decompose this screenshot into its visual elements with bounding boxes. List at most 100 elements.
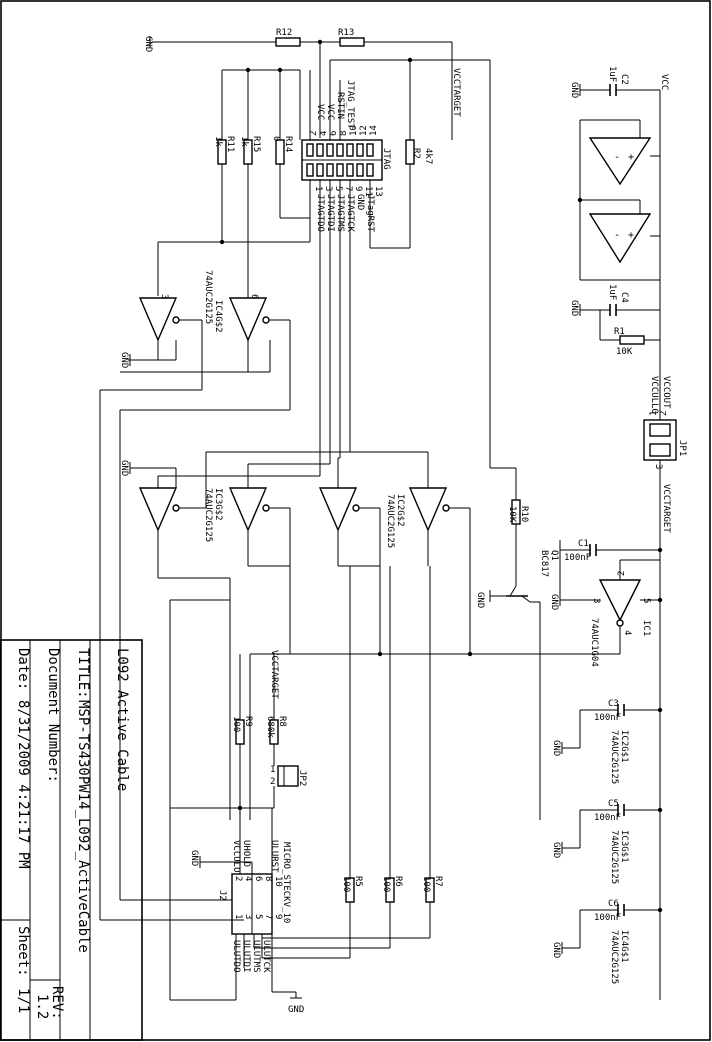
j2-sig-tdi: ULUTDI [241, 940, 251, 973]
r15-label: R15 [251, 136, 261, 152]
vcc-label: VCC [659, 74, 669, 90]
j2-connector: J2 MICRO_STECKV_10 VCCULO UHOLD ULURST U… [100, 566, 443, 1015]
svg-text:1: 1 [313, 186, 323, 191]
gnd-label-c4: GND [569, 300, 579, 316]
c2-val: 1uF [607, 66, 617, 82]
date-value: 8/31/2009 4:21:17 PM [15, 700, 31, 869]
svg-text:11: 11 [363, 186, 373, 197]
r6-val: 100 [381, 876, 391, 892]
svg-text:6: 6 [249, 294, 259, 299]
j2-sig-uhold: UHOLD [241, 840, 251, 867]
ic3g1-part: 74AUC2G125 [609, 830, 619, 884]
ic1-ref: IC1 [641, 620, 651, 636]
vcctarget-label-top: VCCTARGET [451, 68, 461, 117]
jtag-pin-top-6 [326, 143, 334, 157]
r7-ref: R7 [433, 876, 443, 887]
r12-label: R12 [276, 28, 292, 38]
r1-ref: R1 [614, 327, 625, 337]
jtag-pin-top-10 [346, 143, 354, 157]
svg-text:5: 5 [641, 598, 651, 603]
c2-ref: C2 [619, 74, 629, 85]
svg-text:2: 2 [270, 777, 275, 787]
r10-val: 10K [507, 506, 517, 523]
c6-val: 100nF [594, 913, 621, 923]
gnd-label-q1: GND [475, 592, 485, 608]
r13-label: R13 [338, 28, 354, 38]
ic3g2-part: 74AUC2G125 [203, 488, 213, 542]
svg-text:2: 2 [617, 571, 627, 576]
svg-text:6: 6 [253, 876, 263, 881]
r10-ref: R10 [519, 506, 529, 522]
jtag-pin-bot-3 [316, 163, 324, 177]
jtag-pin-top-8 [336, 143, 344, 157]
svg-text:5: 5 [333, 186, 343, 191]
svg-text:3: 3 [653, 464, 663, 469]
ic2g1-ref: IC2G$1 [619, 730, 629, 763]
svg-text:4k7: 4k7 [423, 148, 433, 164]
opamp2-minus: - [614, 230, 620, 241]
gnd-label-ic1: GND [549, 594, 559, 610]
opamp1-plus: + [628, 152, 634, 163]
svg-text:1k: 1k [213, 136, 223, 147]
svg-text:3: 3 [243, 914, 253, 919]
jtag-wiring: R11 1k R15 1k R14 0 R2 4k7 [157, 57, 491, 476]
gnd-label-ic4: GND [119, 352, 129, 368]
r8-val: 680k [265, 716, 275, 738]
gnd-label-top: GND [143, 36, 153, 52]
jtag-pin-bot-13 [366, 163, 374, 177]
ic4g2-buffers: GND IC4G$2 74AUC2G125 3 6 [119, 270, 291, 410]
j2-sig-vccullo: VCCULO [231, 840, 241, 873]
vccout-label: VCCOUT [661, 376, 671, 409]
jtag-pin-bot-11 [356, 163, 364, 177]
docnum-label: Document Number: [45, 648, 61, 783]
c5-val: 100nF [594, 813, 621, 823]
svg-text:7: 7 [343, 186, 353, 191]
buffer-row-middle: GND IC3G$2 74AUC2G125 IC2G$2 74AUC2G125 [99, 389, 471, 920]
title-block-name: L092 Active Cable [114, 648, 130, 791]
vcctarget-label-r8: VCCTARGET [269, 650, 279, 699]
opamp2-plus: + [628, 230, 634, 241]
r8-ref: R8 [277, 716, 287, 727]
svg-text:2: 2 [309, 131, 319, 136]
r7-val: 100 [421, 876, 431, 892]
j2-ref: J2 [217, 890, 227, 901]
jtag-connector: JTAG 2 4 6 8 10 12 14 VCC VCC RSTIN JTAG… [301, 80, 391, 233]
ic4g1-part: 74AUC2G125 [609, 930, 619, 984]
vcctarget-label-jp1: VCCTARGET [661, 484, 671, 533]
ic4g2-ref: IC4G$2 [213, 300, 223, 333]
svg-text:3: 3 [323, 186, 333, 191]
r11-label: R11 [225, 136, 235, 152]
svg-text:1: 1 [233, 914, 243, 919]
q1-ic1-section: R10 10K GND Q1 BC817 GND IC1 74AUC1G04 2… [249, 467, 660, 820]
ic2g2-ref: IC2G$2 [395, 494, 405, 527]
r9-val: 100 [231, 716, 241, 732]
svg-text:7: 7 [263, 914, 273, 919]
jtag-pin-top-14 [366, 143, 374, 157]
j2-sig-tms: ULUTMS [251, 940, 261, 973]
j2-sig-tck: ULUTCK [261, 940, 271, 973]
gnd-label-j2: GND [189, 850, 199, 866]
c3-ref: C3 [608, 699, 619, 709]
jp1-ref: JP1 [677, 440, 687, 456]
right-power-section: GND C2 1uF VCC - + - + GND C4 1uF R1 [569, 66, 687, 1000]
svg-text:4: 4 [243, 876, 253, 881]
title-label: TITLE: [75, 648, 91, 699]
top-resistor-chain: GND R12 R13 VCCTARGET [143, 28, 461, 140]
svg-text:0: 0 [271, 136, 281, 141]
opamp1-minus: - [614, 152, 620, 163]
jtag-pin-bot-7 [336, 163, 344, 177]
jtag-pin-top-2 [306, 143, 314, 157]
jtag-pin-bot-1 [306, 163, 314, 177]
q1-ref: Q1 [549, 550, 559, 561]
ic3g2-ref: IC3G$2 [213, 488, 223, 521]
j2-name: MICRO_STECKV_10 [281, 842, 291, 923]
j2-sig-ulurst: ULURST [269, 840, 279, 873]
title-value: MSP-TS430PW14_L092_ActiveCable [75, 700, 91, 953]
q1-part: BC817 [539, 550, 549, 577]
jtag-sig-test: JTAG_TEST [345, 80, 355, 129]
svg-text:9: 9 [273, 914, 283, 919]
jp2-ref: JP2 [297, 770, 307, 786]
gnd-label-c6: GND [551, 942, 561, 958]
jtag-pin-bot-5 [326, 163, 334, 177]
